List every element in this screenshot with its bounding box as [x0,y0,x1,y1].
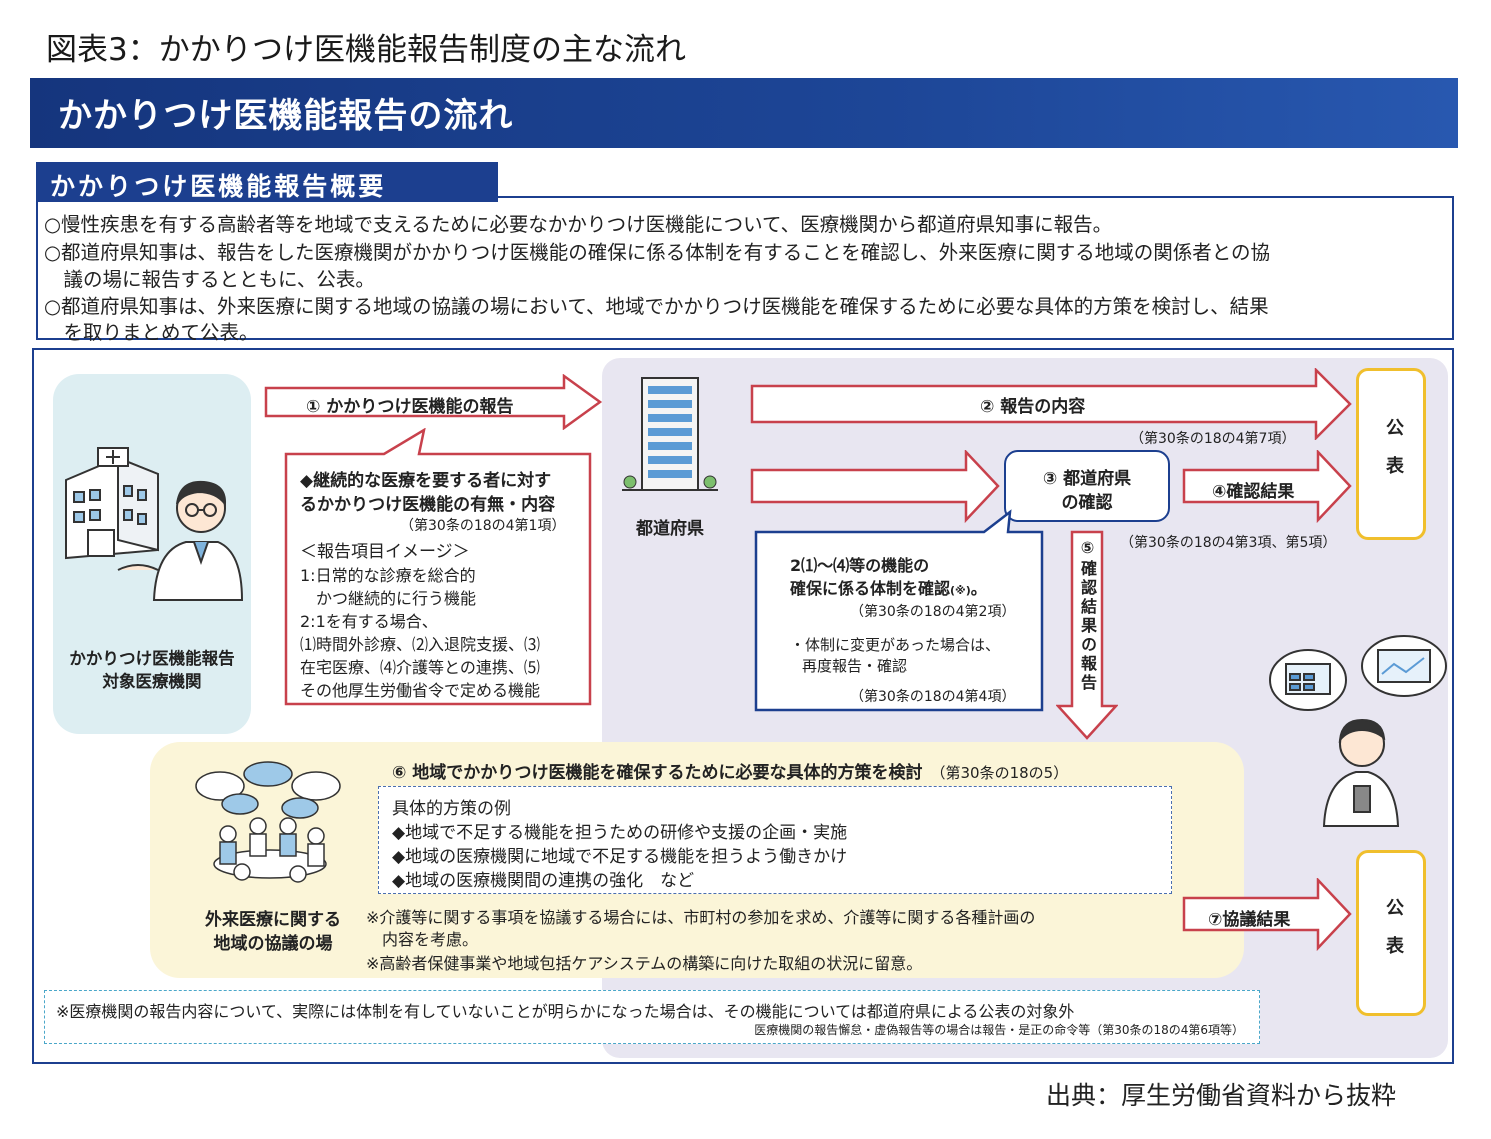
confirm-detail-line: ・体制に変更があった場合は、 [790,636,1001,654]
confirm-report-arrow [1056,530,1118,740]
measures-example: ◆地域の医療機関間の連携の強化 など [392,871,695,891]
bottom-note-line: 医療機関の報告懈怠・虚偽報告等の場合は報告・是正の命令等（第30条の18の4第6… [754,1023,1244,1037]
banner-title: かかりつけ医機能報告の流れ [58,96,514,136]
report-arrow-label: ① かかりつけ医機能の報告 [306,397,514,417]
report-items-callout [284,428,592,706]
publish-label-top: 公表 [1383,418,1404,494]
monitor-icon [1269,635,1447,711]
step6-title-text: ⑥ 地域でかかりつけ医機能を確保するために必要な具体的方策を検討 [392,763,923,783]
overview-line: ○慢性疾患を有する高齢者等を地域で支えるために必要なかかりつけ医機能について、医… [44,213,1113,236]
hospital-icon [65,447,159,560]
prefecture-confirm-box [1004,450,1170,522]
overview-line: を取りまとめて公表。 [44,321,259,344]
report-item-line: その他厚生労働省令で定める機能 [300,681,541,700]
report-item-line: かつ継続的に行う機能 [300,589,477,608]
overview-line: 議の場に報告するとともに、公表。 [44,268,375,291]
prefecture-confirm-label: の確認 [1061,493,1113,513]
council-label: 外来医療に関する [205,910,341,930]
council-note: 内容を考慮。 [366,930,479,949]
report-items-ref: （第30条の18の4第1項） [400,518,566,534]
report-arrow [264,374,603,430]
confirm-detail-line: 2⑴～⑷等の機能の [790,556,930,575]
overview-line: ○都道府県知事は、外来医療に関する地域の協議の場において、地域でかかりつけ医機能… [44,295,1269,318]
overview-heading: かかりつけ医機能報告概要 [50,172,387,201]
report-item-line: 在宅医療、⑷介護等との連携、⑸ [300,658,540,677]
institution-label-line2: 対象医療機関 [102,672,202,691]
council-label: 地域の協議の場 [213,934,333,954]
confirm-detail-line: 再度報告・確認 [802,657,908,675]
report-items-subheading: ＜報告項目イメージ＞ [300,542,470,562]
banner [30,78,1458,148]
council-result-arrow [1182,878,1352,952]
speech-bubble-icon [195,761,341,819]
step6-ref: （第30条の18の5） [930,764,1069,782]
source-credit: 出典：厚生労働省資料から抜粋 [1046,1081,1397,1110]
citizen-illustration [1269,635,1447,827]
people-icon [213,817,327,883]
overview-box [36,196,1454,340]
confirm-detail-callout [754,509,1044,712]
report-item-line: ⑴時間外診療、⑵入退院支援、⑶ [300,635,541,654]
bottom-note-box [44,990,1260,1044]
bottom-note-line: ※医療機関の報告内容について、実際には体制を有していないことが明らかになった場合… [56,1002,1075,1021]
hospital-doctor-illustration [65,447,244,601]
council-result-label: ⑦協議結果 [1208,910,1291,930]
measures-examples-box [378,786,1172,894]
overview-line: ○都道府県知事は、報告をした医療機関がかかりつけ医機能の確保に係る体制を有するこ… [44,241,1271,264]
council-note: ※高齢者保健事業や地域包括ケアシステムの構築に向けた取組の状況に留意。 [366,954,923,973]
flow-frame [32,348,1454,1064]
confirm-result-ref: （第30条の18の4第3項、第5項） [1120,535,1337,551]
step6-title: ⑥ 地域でかかりつけ医機能を確保するために必要な具体的方策を検討 （第30条の18… [392,758,1068,783]
confirm-result-label: ④確認結果 [1212,482,1295,502]
confirm-detail-note-mark: (※) [950,584,971,597]
measures-example: ◆地域の医療機関に地域で不足する機能を担うよう働きかけ [392,847,848,867]
report-item-line: 1:日常的な診療を総合的 [300,566,476,585]
report-content-ref: （第30条の18の4第7項） [1130,431,1296,447]
person-icon [1322,718,1400,827]
confirm-detail-ref: （第30条の18の4第4項） [850,689,1016,705]
report-content-label: ② 報告の内容 [980,397,1086,417]
confirm-detail-ref: （第30条の18の4第2項） [850,604,1016,620]
confirm-result-arrow [1182,450,1352,524]
report-item-line: 2:1を有する場合、 [300,612,438,631]
overview-tab [36,162,498,202]
council-meeting-illustration [195,761,341,883]
to-confirm-arrow [750,450,1000,524]
measures-example: ◆地域で不足する機能を担うための研修や支援の企画・実施 [392,823,848,843]
publish-box-top [1356,368,1426,540]
institution-label-line1: かかりつけ医機能報告 [69,649,235,668]
confirm-detail-text-end: 。 [970,579,987,598]
confirm-detail-text: 確保に係る体制を確認 [790,579,951,598]
publish-label-bottom: 公表 [1383,898,1404,974]
prefecture-confirm-label: ③ 都道府県 [1042,469,1132,489]
report-items-heading: ◆継続的な医療を要する者に対す [300,471,552,491]
figure-title: 図表3：かかりつけ医機能報告制度の主な流れ [46,32,687,68]
confirm-report-label: ⑤確認結果の報告 [1078,538,1097,693]
prefecture-building-icon [622,377,718,491]
report-items-heading: るかかりつけ医機能の有無・内容 [300,495,556,515]
measures-heading: 具体的方策の例 [392,799,511,819]
confirm-detail-line: 確保に係る体制を確認(※)。 [790,575,987,599]
council-note: ※介護等に関する事項を協議する場合には、市町村の参加を求め、介護等に関する各種計… [366,908,1036,927]
doctor-icon [117,480,244,601]
report-content-arrow [750,368,1352,440]
publish-box-bottom [1356,850,1426,1016]
prefecture-label: 都道府県 [636,519,704,539]
